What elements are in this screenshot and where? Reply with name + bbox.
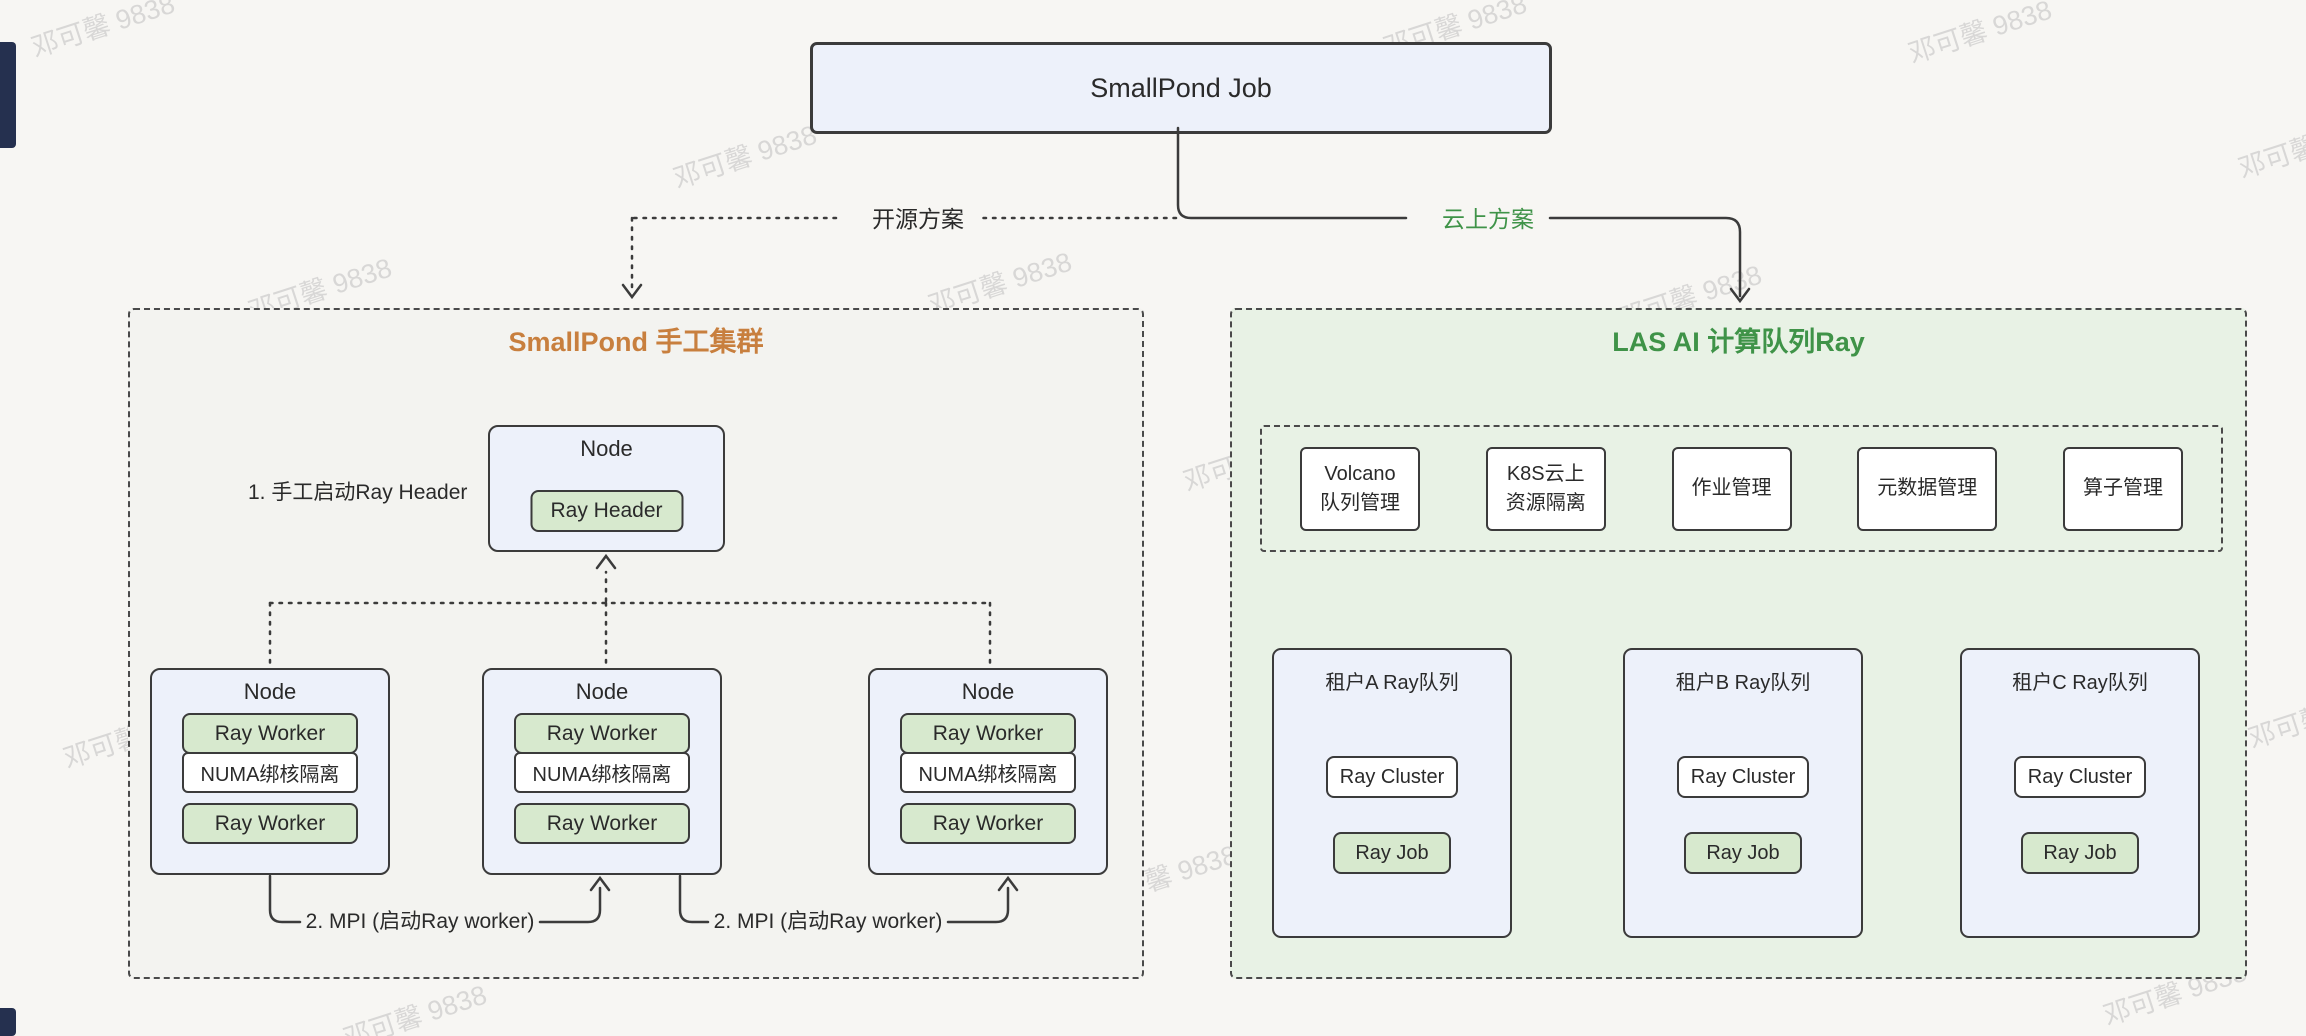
arrowhead-down — [1729, 287, 1751, 304]
mpi-label-1: 2. MPI (启动Ray worker) — [304, 906, 536, 938]
left-edge-artifact — [0, 1008, 16, 1036]
worker-node-2: Node Ray Worker NUMA绑核隔离 Ray Worker — [482, 668, 722, 875]
watermark: 邓可馨 9838 — [339, 979, 491, 1036]
left-edge-artifact — [0, 42, 16, 148]
left-cluster-title: SmallPond 手工集群 — [508, 327, 764, 357]
worker-node-chips: Ray Worker NUMA绑核隔离 Ray Worker — [514, 713, 690, 844]
header-node-title: Node — [580, 436, 633, 461]
numa-isolation-chip: NUMA绑核隔离 — [182, 752, 358, 793]
service-label: 作业管理 — [1691, 477, 1772, 499]
worker-node-title: Node — [575, 679, 629, 704]
left-cluster: SmallPond 手工集群 — [128, 308, 1144, 979]
cloud-branch-line — [1176, 126, 1408, 220]
ray-header-chip: Ray Header — [530, 490, 683, 532]
ray-worker-chip: Ray Worker — [900, 713, 1076, 754]
tenant-a-box: 租户A Ray队列 Ray Cluster Ray Job — [1272, 648, 1512, 938]
service-metadata-management: 元数据管理 — [1857, 446, 1998, 531]
tenant-title: 租户C Ray队列 — [2012, 672, 2148, 694]
service-label: 算子管理 — [2083, 477, 2163, 499]
service-label: Volcano — [1324, 462, 1396, 485]
service-k8s-isolation: K8S云上 资源隔离 — [1485, 446, 1606, 531]
cloud-branch-line — [1548, 216, 1742, 298]
watermark: 邓可馨 9838 — [1904, 0, 2056, 70]
ray-worker-chip: Ray Worker — [900, 803, 1076, 844]
watermark: 邓可馨 9838 — [2244, 680, 2306, 755]
worker-node-1: Node Ray Worker NUMA绑核隔离 Ray Worker — [150, 668, 390, 875]
worker-node-title: Node — [961, 679, 1015, 704]
numa-isolation-chip: NUMA绑核隔离 — [514, 752, 690, 793]
numa-isolation-chip: NUMA绑核隔离 — [900, 752, 1076, 793]
worker-node-chips: Ray Worker NUMA绑核隔离 Ray Worker — [182, 713, 358, 844]
service-label: K8S云上 — [1506, 462, 1585, 485]
worker-node-title: Node — [243, 679, 297, 704]
service-volcano-queue: Volcano 队列管理 — [1300, 446, 1420, 531]
tenant-title: 租户A Ray队列 — [1325, 672, 1459, 694]
arrowhead-down — [621, 283, 643, 300]
ray-job-chip: Ray Job — [2021, 832, 2139, 874]
step1-note: 1. 手工启动Ray Header — [248, 481, 468, 504]
branch-label-cloud: 云上方案 — [1408, 202, 1568, 236]
smallpond-job-label: SmallPond Job — [1090, 72, 1272, 103]
ray-worker-chip: Ray Worker — [182, 713, 358, 754]
ray-job-chip: Ray Job — [1333, 832, 1451, 874]
ray-worker-chip: Ray Worker — [514, 803, 690, 844]
header-node: Node Ray Header — [488, 425, 725, 552]
service-label: 资源隔离 — [1505, 491, 1586, 514]
branch-label-open-source: 开源方案 — [838, 202, 998, 236]
tenant-c-box: 租户C Ray队列 Ray Cluster Ray Job — [1960, 648, 2200, 938]
tenant-title: 租户B Ray队列 — [1675, 672, 1811, 694]
mpi-label-2: 2. MPI (启动Ray worker) — [712, 906, 944, 938]
smallpond-job-node: SmallPond Job — [810, 42, 1552, 134]
ray-worker-chip: Ray Worker — [182, 803, 358, 844]
watermark: 邓可馨 9838 — [27, 0, 179, 64]
platform-services-box: Volcano 队列管理 K8S云上 资源隔离 作业管理 元数据管理 算子管理 — [1260, 425, 2223, 552]
ray-worker-chip: Ray Worker — [514, 713, 690, 754]
worker-node-chips: Ray Worker NUMA绑核隔离 Ray Worker — [900, 713, 1076, 844]
ray-cluster-chip: Ray Cluster — [2014, 756, 2146, 798]
worker-node-3: Node Ray Worker NUMA绑核隔离 Ray Worker — [868, 668, 1108, 875]
service-job-management: 作业管理 — [1671, 446, 1792, 531]
service-label: 元数据管理 — [1877, 477, 1978, 499]
ray-job-chip: Ray Job — [1684, 832, 1802, 874]
service-operator-management: 算子管理 — [2063, 446, 2183, 531]
ray-cluster-chip: Ray Cluster — [1326, 756, 1458, 798]
right-cluster-title: LAS AI 计算队列Ray — [1612, 327, 1865, 357]
watermark: 邓可馨 9838 — [2234, 110, 2306, 185]
ray-cluster-chip: Ray Cluster — [1677, 756, 1809, 798]
watermark: 邓可馨 9838 — [669, 119, 821, 195]
service-label: 队列管理 — [1320, 491, 1400, 514]
tenant-b-box: 租户B Ray队列 Ray Cluster Ray Job — [1623, 648, 1863, 938]
